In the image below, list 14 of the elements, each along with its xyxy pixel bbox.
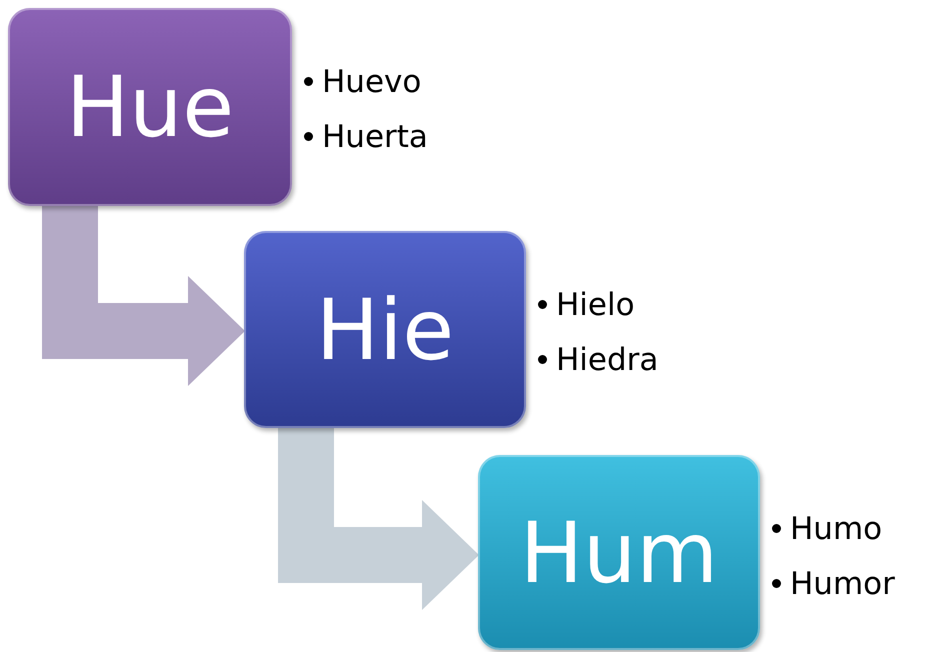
process-box: [478, 455, 760, 650]
list-item: Huevo: [322, 64, 422, 100]
process-box: [8, 8, 292, 206]
box-title: Hie: [316, 288, 454, 372]
process-box: [244, 231, 526, 428]
box-title: Hue: [66, 65, 234, 149]
list-item: Humor: [790, 566, 895, 602]
list-item: Hielo: [556, 286, 635, 322]
bent-arrow: [42, 206, 245, 386]
list-item: Huerta: [322, 118, 428, 154]
list-item: Humo: [790, 510, 882, 546]
bent-arrow: [278, 428, 479, 610]
box-title: Hum: [520, 510, 718, 594]
list-item: Hiedra: [556, 342, 658, 378]
